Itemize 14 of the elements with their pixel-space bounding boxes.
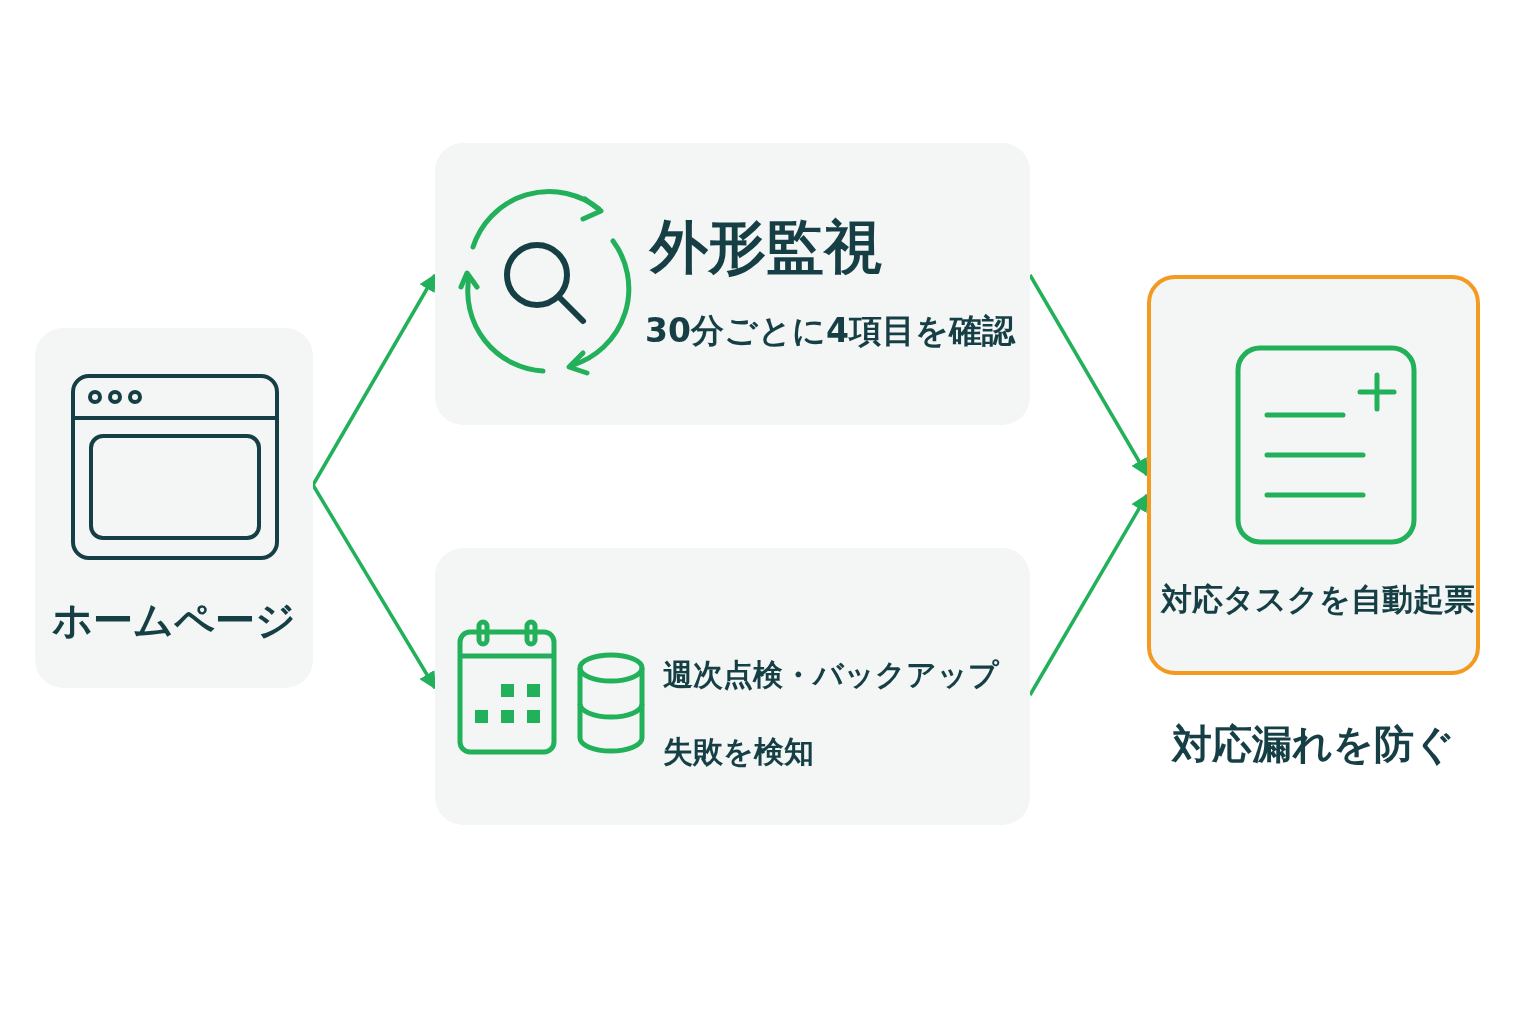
monitoring-card — [435, 143, 1030, 425]
check-card — [435, 548, 1030, 825]
card-label: 対応タスクを自動起票 — [1159, 581, 1476, 619]
ticket-card — [1147, 275, 1480, 675]
note-text: 対応漏れを防ぐ — [1170, 720, 1456, 768]
arrow — [1028, 274, 1149, 477]
arrow — [311, 273, 437, 486]
card-subtitle: 30分ごとに4項目を確認 — [645, 311, 1015, 351]
card-label: ホームページ — [51, 596, 297, 644]
arrow — [1028, 493, 1149, 696]
arrow — [311, 484, 437, 690]
card-description: 週次点検・バックアップ失敗を検知 — [663, 656, 1001, 771]
website-card — [35, 328, 313, 688]
card-title: 外形監視 — [650, 213, 882, 283]
